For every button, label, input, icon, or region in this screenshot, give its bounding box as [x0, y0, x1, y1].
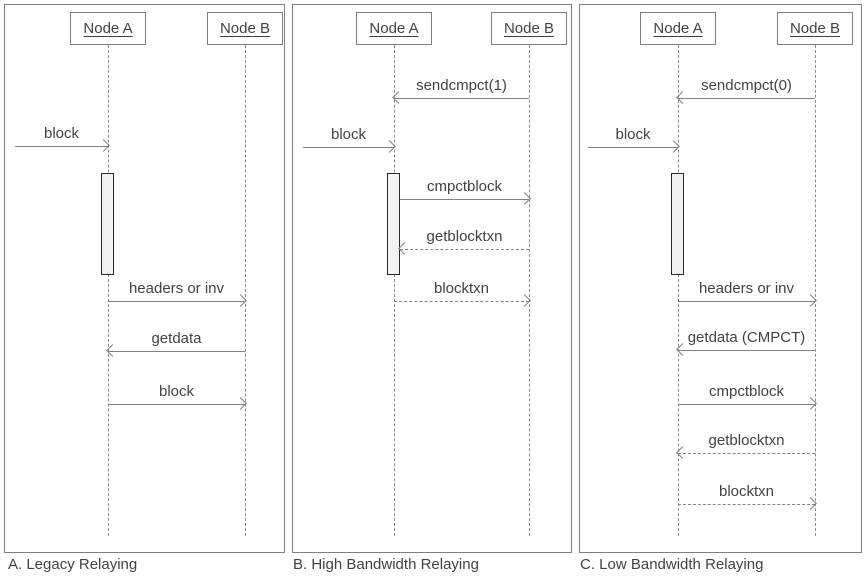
arrow-line: [678, 350, 815, 351]
arrow-line: [678, 504, 815, 505]
node-a-lifeline: [678, 45, 679, 536]
node-b-label: Node B: [219, 20, 271, 37]
arrow-line: [678, 453, 815, 454]
node-b-box: Node B: [207, 12, 283, 45]
arrow-line: [108, 351, 245, 352]
caption-low-bandwidth-relaying: C. Low Bandwidth Relaying: [580, 556, 764, 573]
node-a-box: Node A: [70, 12, 146, 45]
message-label: getdata (CMPCT): [687, 329, 806, 346]
arrow-line: [108, 404, 245, 405]
message-label: getblocktxn: [708, 432, 785, 449]
message-label: block: [615, 126, 651, 143]
message-label: block: [158, 383, 195, 400]
activation-bar: [101, 173, 114, 275]
node-b-label: Node B: [503, 20, 555, 37]
panel-legacy-relaying: Node A Node B block headers or inv getda…: [4, 4, 285, 553]
node-b-lifeline: [815, 45, 816, 536]
message-label: headers or inv: [698, 280, 795, 297]
message-label: getdata: [151, 330, 202, 347]
arrow-line: [678, 301, 815, 302]
message-label: getblocktxn: [426, 228, 503, 245]
arrow-line: [15, 146, 108, 147]
message-label: headers or inv: [128, 280, 225, 297]
node-a-lifeline: [108, 45, 109, 536]
message-label: cmpctblock: [708, 383, 785, 400]
arrow-line: [394, 98, 529, 99]
node-a-label: Node A: [83, 20, 133, 37]
node-b-box: Node B: [777, 12, 853, 45]
panel-low-bandwidth-relaying: Node A Node B sendcmpct(0) block headers…: [579, 4, 862, 553]
message-label: block: [43, 125, 80, 142]
node-b-label: Node B: [789, 20, 841, 37]
message-label: cmpctblock: [426, 178, 503, 195]
node-b-box: Node B: [491, 12, 567, 45]
node-b-lifeline: [245, 45, 246, 536]
node-a-label: Node A: [653, 20, 703, 37]
caption-legacy-relaying: A. Legacy Relaying: [8, 556, 138, 573]
arrow-line: [108, 301, 245, 302]
panel-high-bandwidth-relaying: Node A Node B sendcmpct(1) block cmpctbl…: [292, 4, 572, 553]
node-b-lifeline: [529, 45, 530, 536]
caption-high-bandwidth-relaying: B. High Bandwidth Relaying: [293, 556, 479, 573]
arrow-line: [400, 249, 529, 250]
node-a-lifeline: [394, 45, 395, 536]
node-a-box: Node A: [640, 12, 716, 45]
message-label: block: [330, 126, 367, 143]
arrow-line: [588, 147, 678, 148]
arrow-line: [678, 404, 815, 405]
arrow-line: [394, 301, 529, 302]
arrow-line: [400, 199, 529, 200]
activation-bar: [671, 173, 684, 275]
node-a-label: Node A: [369, 20, 419, 37]
node-a-box: Node A: [356, 12, 432, 45]
message-label: blocktxn: [718, 483, 775, 500]
message-label: sendcmpct(1): [416, 77, 507, 94]
arrow-line: [303, 147, 394, 148]
activation-bar: [387, 173, 400, 275]
message-label: sendcmpct(0): [701, 77, 792, 94]
arrow-line: [678, 98, 815, 99]
message-label: blocktxn: [433, 280, 490, 297]
